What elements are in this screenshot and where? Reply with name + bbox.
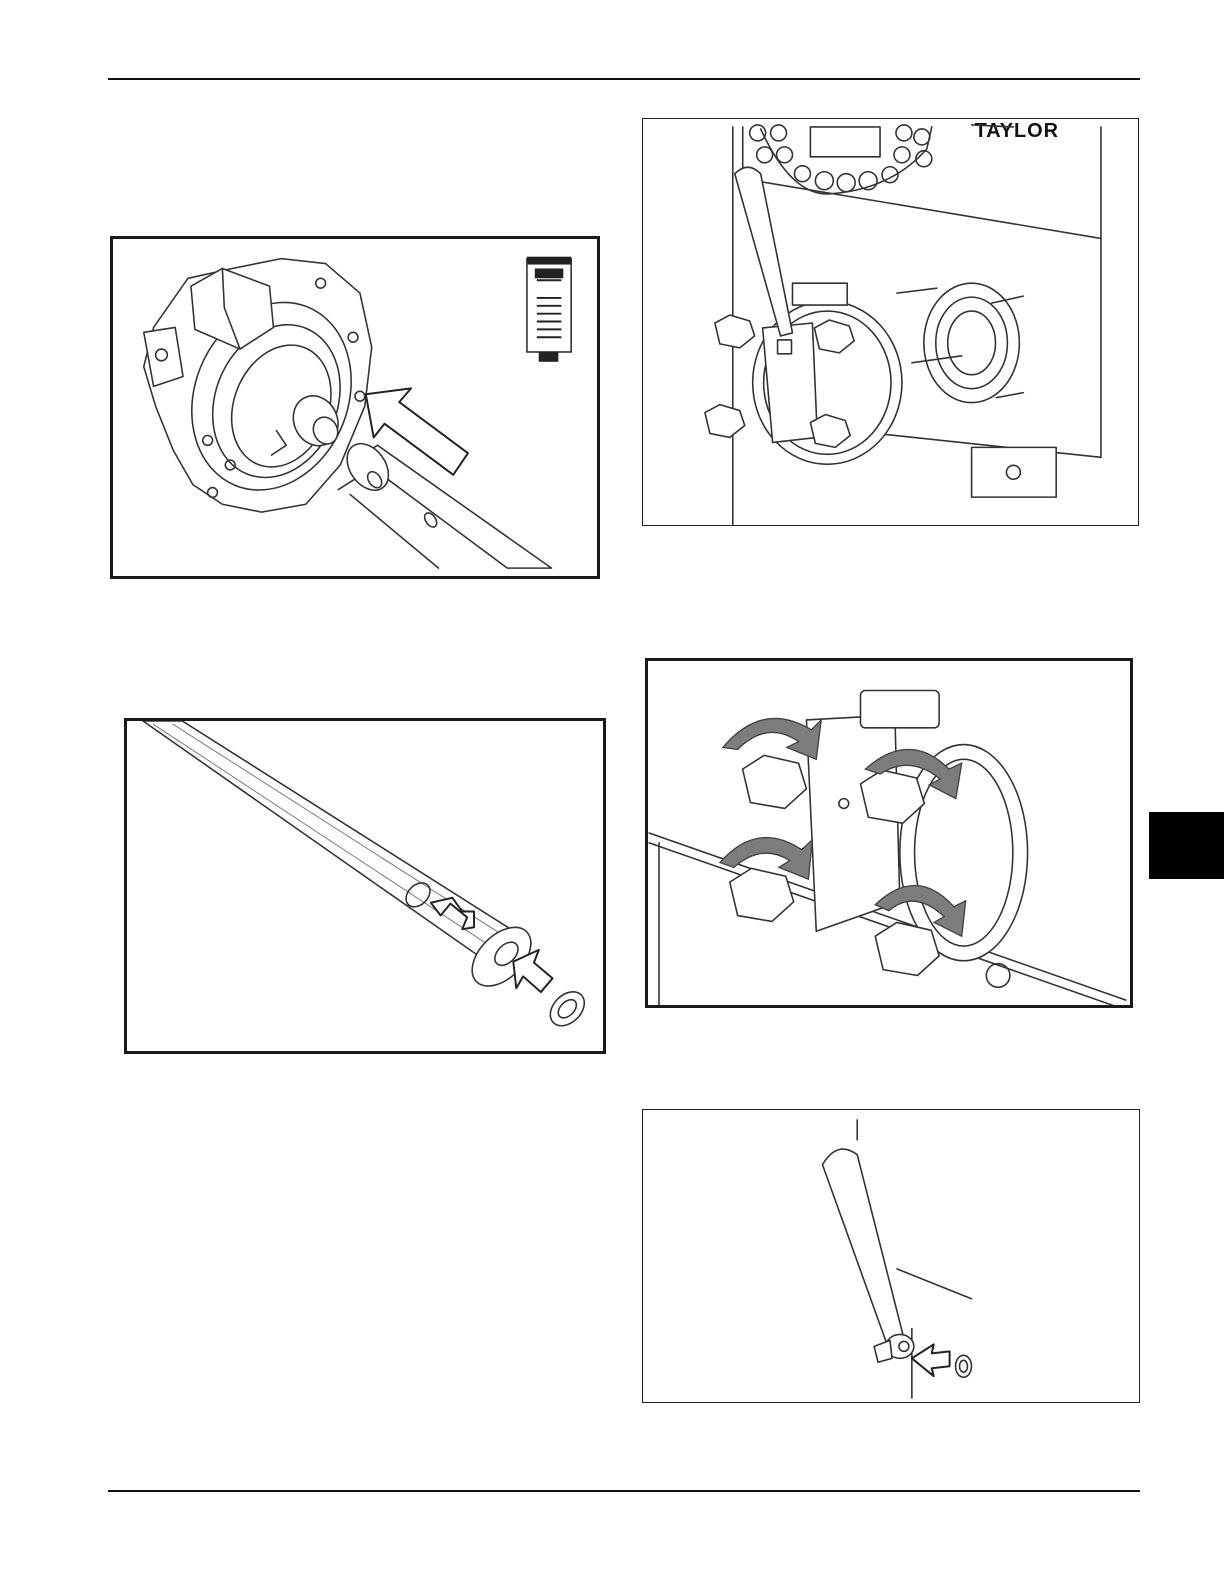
figure-tighten-knobs xyxy=(645,658,1133,1008)
freezer-front-illustration: TAYLOR xyxy=(643,119,1138,525)
header-rule xyxy=(108,78,1140,80)
draw-handle-illustration xyxy=(643,1110,1139,1402)
knob-tightening-illustration xyxy=(648,661,1130,1005)
section-tab xyxy=(1149,812,1224,879)
figure-draw-valve-orings xyxy=(124,718,606,1054)
footer-rule xyxy=(108,1490,1140,1492)
door-assembly-illustration xyxy=(113,239,597,576)
lube-tube-icon xyxy=(527,257,571,362)
figure-draw-valve-insert xyxy=(110,236,600,579)
brand-logo: TAYLOR xyxy=(975,120,1059,142)
figure-draw-handle xyxy=(642,1109,1140,1403)
draw-valve-tube-illustration xyxy=(127,721,603,1051)
figure-freezer-door: TAYLOR xyxy=(642,118,1139,526)
